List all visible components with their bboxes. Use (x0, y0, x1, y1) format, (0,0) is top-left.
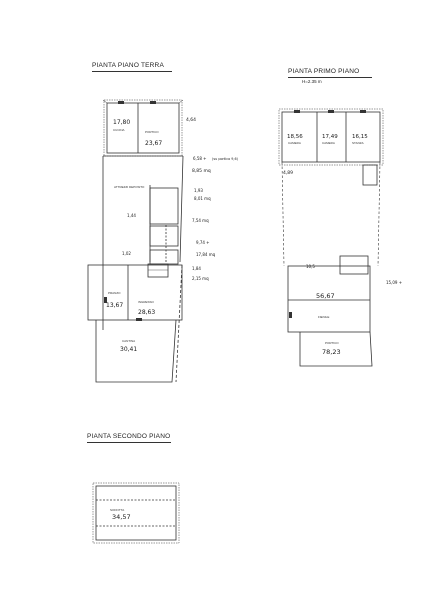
note-2: (su portico 9,6) (212, 157, 239, 161)
ground-small-room (149, 187, 179, 225)
label-r3: STANZA (352, 141, 364, 145)
ground-cantina (95, 319, 177, 383)
ground-floor-plan (87, 99, 184, 383)
label-portico: PORTICO (145, 130, 159, 134)
second-outline (92, 482, 180, 544)
note-10: 2,15 mq (192, 276, 209, 281)
label-attrezzi: ATTREZZI DEPOSITO (114, 185, 145, 189)
ground-lower-block (87, 264, 183, 321)
note-5: 8,01 mq (194, 196, 211, 201)
label-r2: CAMERA (322, 141, 335, 145)
label-bottom-area: 78,23 (322, 348, 341, 356)
first-big-room (287, 265, 371, 333)
first-floor-plan (278, 108, 384, 367)
second-floor-plan (92, 482, 180, 544)
label-dim-top: 4,64 (186, 117, 196, 123)
note-7: 9,74 + (196, 240, 210, 245)
window-mark (136, 318, 142, 321)
label-big-area: 56,67 (316, 292, 335, 300)
label-cantina-area: 30,41 (120, 346, 137, 353)
label-cucina: CUCINA (113, 128, 125, 132)
title-first-floor: PIANTA PRIMO PIANO (288, 68, 372, 78)
ground-corridor-walls (102, 155, 184, 330)
label-pranzo: PRANZO (108, 291, 121, 295)
title-underline (288, 76, 372, 78)
label-r3-area: 16,15 (352, 134, 368, 140)
label-big: FIENILE (318, 315, 329, 319)
first-small-room (339, 255, 369, 275)
title-ground-floor-text: PIANTA PIANO TERRA (92, 62, 164, 69)
window-mark (118, 101, 124, 104)
first-note-2: 10,5 (306, 264, 315, 269)
first-fills (289, 110, 366, 318)
ground-stair (147, 263, 169, 278)
window-mark (360, 110, 366, 113)
note-3: 8,85 mq (192, 168, 211, 174)
title-underline (87, 441, 171, 443)
window-mark (328, 110, 334, 113)
label-r2-area: 17,49 (322, 134, 338, 140)
note-1: 6,58 + (193, 156, 207, 161)
label-bagno-area: 13,67 (106, 302, 123, 309)
note-12: 1,02 (122, 251, 131, 256)
note-11: 1,44 (127, 213, 136, 218)
ground-fills (104, 101, 156, 321)
label-dim-left: 4,89 (283, 170, 293, 176)
title-second-floor: PIANTA SECONDO PIANO (87, 433, 171, 443)
title-underline (92, 70, 172, 72)
title-first-floor-text: PIANTA PRIMO PIANO (288, 68, 360, 75)
window-mark (150, 101, 156, 104)
note-8: 17,84 mq (196, 252, 216, 257)
window-mark (294, 110, 300, 113)
label-r1-area: 18,56 (287, 134, 303, 140)
label-cucina-area: 17,80 (113, 119, 130, 126)
ground-dashed-wall (175, 264, 183, 383)
first-floor-height: H=2.35 m (302, 79, 322, 84)
label-bottom: PORTICO (325, 341, 339, 345)
ground-corner (102, 99, 184, 104)
note-6: 7,54 mq (192, 218, 209, 223)
window-mark (104, 297, 107, 303)
first-note-1: 15,09 + (386, 280, 402, 285)
label-portico-area: 23,67 (145, 140, 162, 147)
label-cantina: CANTINA (122, 339, 135, 343)
label-ingresso: INGRESSO (138, 300, 155, 304)
first-portico (299, 331, 373, 367)
ground-small-room (149, 225, 179, 247)
second-block (95, 485, 177, 541)
title-ground-floor: PIANTA PIANO TERRA (92, 62, 172, 72)
label-ingresso-area: 28,63 (138, 309, 155, 316)
window-mark (289, 312, 292, 318)
ground-upper-block (106, 102, 180, 154)
ground-small-room (149, 249, 179, 265)
label-second-main: SOFFITTA (110, 508, 124, 512)
note-9: 1,84 (192, 266, 201, 271)
first-stair (362, 164, 378, 186)
label-r1: CAMERA (288, 141, 301, 145)
label-second-area: 34,57 (112, 513, 131, 521)
note-4: 1,93 (194, 188, 203, 193)
first-dashed-walls (281, 161, 381, 267)
title-second-floor-text: PIANTA SECONDO PIANO (87, 433, 171, 440)
